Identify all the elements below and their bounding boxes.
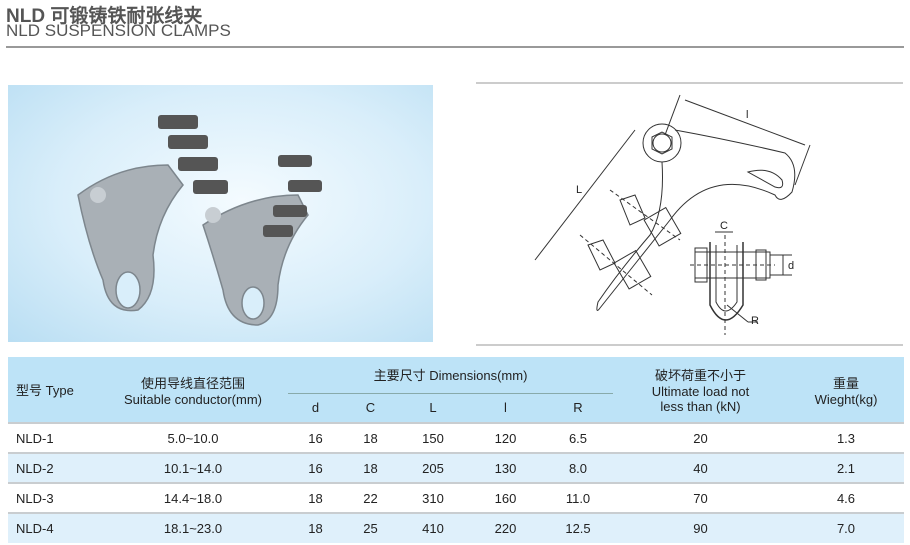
table-cell: 1.3 xyxy=(836,430,856,446)
table-cell: 150 xyxy=(422,430,444,446)
label-d: d xyxy=(788,260,794,272)
table-cell: 130 xyxy=(494,460,517,476)
table-cell: 220 xyxy=(494,521,517,536)
table-cell: 18 xyxy=(308,521,323,536)
table-cell: 160 xyxy=(494,490,517,506)
label-R: R xyxy=(751,315,759,327)
header-C: C xyxy=(365,400,376,416)
table-cell: 18 xyxy=(308,490,323,506)
table-cell: 6.5 xyxy=(568,430,588,446)
header-l: l xyxy=(504,400,507,416)
product-photo xyxy=(8,85,433,342)
header-weight-cn: 重量 xyxy=(832,375,859,391)
table-cell: 7.0 xyxy=(836,521,856,536)
header-weight-en: Wieght(kg) xyxy=(814,391,878,407)
table-cell: 20 xyxy=(693,430,708,446)
table-cell: 16 xyxy=(308,430,323,446)
title-chinese: NLD 可锻铸铁耐张线夹 xyxy=(6,6,203,27)
table-cell: NLD-2 xyxy=(16,460,54,476)
header-type: 型号 Type xyxy=(16,383,74,398)
table-row: NLD-2 10.1~14.0 16 18 205 130 8.0 40 2.1 xyxy=(8,453,904,483)
table-cell: 25 xyxy=(363,521,378,536)
header-conductor-cn: 使用导线直径范围 xyxy=(140,375,245,391)
table-cell: 90 xyxy=(693,521,708,536)
table-cell: 5.0~10.0 xyxy=(167,430,219,446)
header-load-cn: 破坏荷重不小于 xyxy=(654,368,746,383)
table-cell: 2.1 xyxy=(836,460,856,476)
table-cell: 205 xyxy=(422,460,444,476)
table-row: NLD-1 5.0~10.0 16 18 150 120 6.5 20 1.3 xyxy=(8,423,904,453)
header-conductor-en: Suitable conductor(mm) xyxy=(124,391,262,407)
table-row: NLD-3 14.4~18.0 18 22 310 160 11.0 70 4.6 xyxy=(8,483,904,513)
table-cell: 70 xyxy=(693,490,708,506)
table-cell: 120 xyxy=(494,430,517,446)
header-d: d xyxy=(311,400,320,416)
table-cell: 18 xyxy=(363,460,378,476)
table-cell: NLD-4 xyxy=(16,521,54,536)
label-C: C xyxy=(720,220,728,232)
header-L: L xyxy=(429,400,437,416)
table-cell: 12.5 xyxy=(565,521,591,536)
table-cell: 18 xyxy=(363,430,378,446)
dimension-diagram: l L C d R xyxy=(470,80,910,350)
title-divider xyxy=(6,46,904,48)
label-L: L xyxy=(576,184,582,196)
header-load-en2: less than (kN) xyxy=(660,399,741,414)
table-cell: 4.6 xyxy=(836,490,856,506)
table-cell: 18.1~23.0 xyxy=(163,521,223,536)
table-cell: 16 xyxy=(308,460,323,476)
table-cell: 310 xyxy=(422,490,444,506)
table-cell: 14.4~18.0 xyxy=(163,490,223,506)
table-cell: 11.0 xyxy=(565,490,591,506)
header-dimensions: 主要尺寸 Dimensions(mm) xyxy=(288,357,613,394)
table-cell: 8.0 xyxy=(568,460,588,476)
table-cell: NLD-3 xyxy=(16,490,54,506)
table-cell: 22 xyxy=(363,490,378,506)
table-cell: 410 xyxy=(422,521,444,536)
table-cell: 10.1~14.0 xyxy=(163,460,223,476)
table-row: NLD-4 18.1~23.0 18 25 410 220 12.5 90 7.0 xyxy=(8,513,904,543)
label-l: l xyxy=(746,109,748,121)
table-cell: 40 xyxy=(693,460,708,476)
title-english: NLD SUSPENSION CLAMPS xyxy=(6,21,231,40)
table-cell: NLD-1 xyxy=(16,430,54,446)
header-R: R xyxy=(573,400,583,416)
header-load-en1: Ultimate load not xyxy=(651,384,750,399)
